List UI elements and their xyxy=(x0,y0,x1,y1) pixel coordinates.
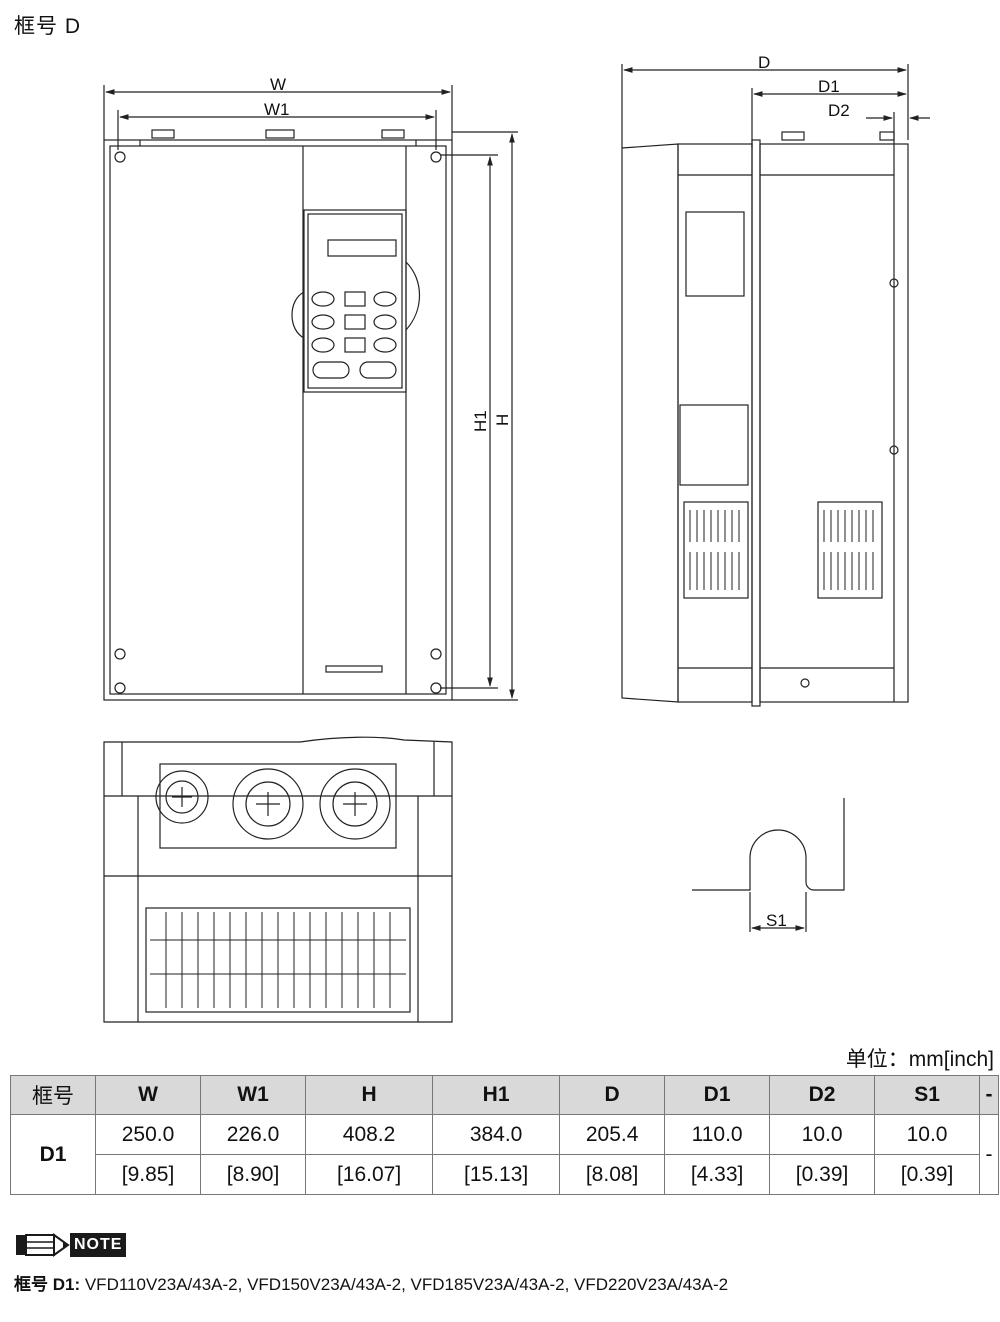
cable-glands xyxy=(155,768,391,840)
cell-s1-inch: [0.39] xyxy=(874,1154,981,1195)
header-dash: - xyxy=(979,1075,999,1115)
side-vent-slots xyxy=(689,510,874,590)
note-text: 框号 D1: VFD110V23A/43A-2, VFD150V23A/43A-… xyxy=(14,1270,728,1295)
pencil-icon xyxy=(16,1233,70,1257)
cell-s1-mm: 10.0 xyxy=(874,1114,981,1155)
header-d: D xyxy=(559,1075,666,1115)
cell-d2-inch: [0.39] xyxy=(769,1154,876,1195)
header-d2: D2 xyxy=(769,1075,876,1115)
label-w1: W1 xyxy=(264,100,290,119)
header-h: H xyxy=(305,1075,434,1115)
cell-d1-inch: [4.33] xyxy=(664,1154,771,1195)
label-s1: S1 xyxy=(766,911,787,930)
table-row: [9.85] [8.90] [16.07] [15.13] [8.08] [4.… xyxy=(11,1154,999,1195)
label-h1: H1 xyxy=(471,410,490,432)
cell-d2-mm: 10.0 xyxy=(769,1114,876,1155)
note-models: VFD110V23A/43A-2, VFD150V23A/43A-2, VFD1… xyxy=(80,1275,729,1294)
cell-w-mm: 250.0 xyxy=(95,1114,202,1155)
unit-label: 单位：mm[inch] xyxy=(845,1048,994,1071)
dimension-table: 框号 W W1 H H1 D D1 D2 S1 - D1 250.0 226.0… xyxy=(9,1075,999,1195)
cell-d1-mm: 110.0 xyxy=(664,1114,771,1155)
header-w1: W1 xyxy=(200,1075,307,1115)
cell-d-inch: [8.08] xyxy=(559,1154,666,1195)
cell-last: - xyxy=(979,1114,999,1195)
keypad-buttons xyxy=(311,291,397,379)
note-header: NOTE xyxy=(14,1232,127,1258)
side-view xyxy=(621,64,930,707)
frame-title: 框号 D xyxy=(14,15,81,38)
label-d2: D2 xyxy=(828,101,850,120)
header-s1: S1 xyxy=(874,1075,981,1115)
cell-model: D1 xyxy=(9,1114,97,1195)
dimension-drawing: W W1 H1 H D D1 D2 S1 xyxy=(103,53,930,1023)
bottom-grille xyxy=(150,912,406,1008)
header-d1: D1 xyxy=(664,1075,771,1115)
slot-detail xyxy=(692,798,845,932)
note-badge: NOTE xyxy=(70,1233,127,1257)
cell-h1-inch: [15.13] xyxy=(432,1154,561,1195)
front-view xyxy=(103,85,518,701)
cell-h-mm: 408.2 xyxy=(305,1114,434,1155)
header-frame: 框号 xyxy=(9,1075,97,1115)
cell-w1-mm: 226.0 xyxy=(200,1114,307,1155)
cell-h-inch: [16.07] xyxy=(305,1154,434,1195)
label-d1: D1 xyxy=(818,77,840,96)
note-label: 框号 D1: xyxy=(14,1275,81,1294)
cell-w-inch: [9.85] xyxy=(95,1154,202,1195)
label-h: H xyxy=(493,414,512,426)
cell-d-mm: 205.4 xyxy=(559,1114,666,1155)
label-w: W xyxy=(270,75,286,94)
table-header-row: 框号 W W1 H H1 D D1 D2 S1 - xyxy=(9,1075,999,1115)
cell-w1-inch: [8.90] xyxy=(200,1154,307,1195)
header-w: W xyxy=(95,1075,202,1115)
label-d: D xyxy=(758,53,770,72)
table-row: D1 250.0 226.0 408.2 384.0 205.4 110.0 1… xyxy=(9,1114,999,1195)
header-h1: H1 xyxy=(432,1075,561,1115)
bottom-view xyxy=(103,736,453,1023)
cell-h1-mm: 384.0 xyxy=(432,1114,561,1155)
